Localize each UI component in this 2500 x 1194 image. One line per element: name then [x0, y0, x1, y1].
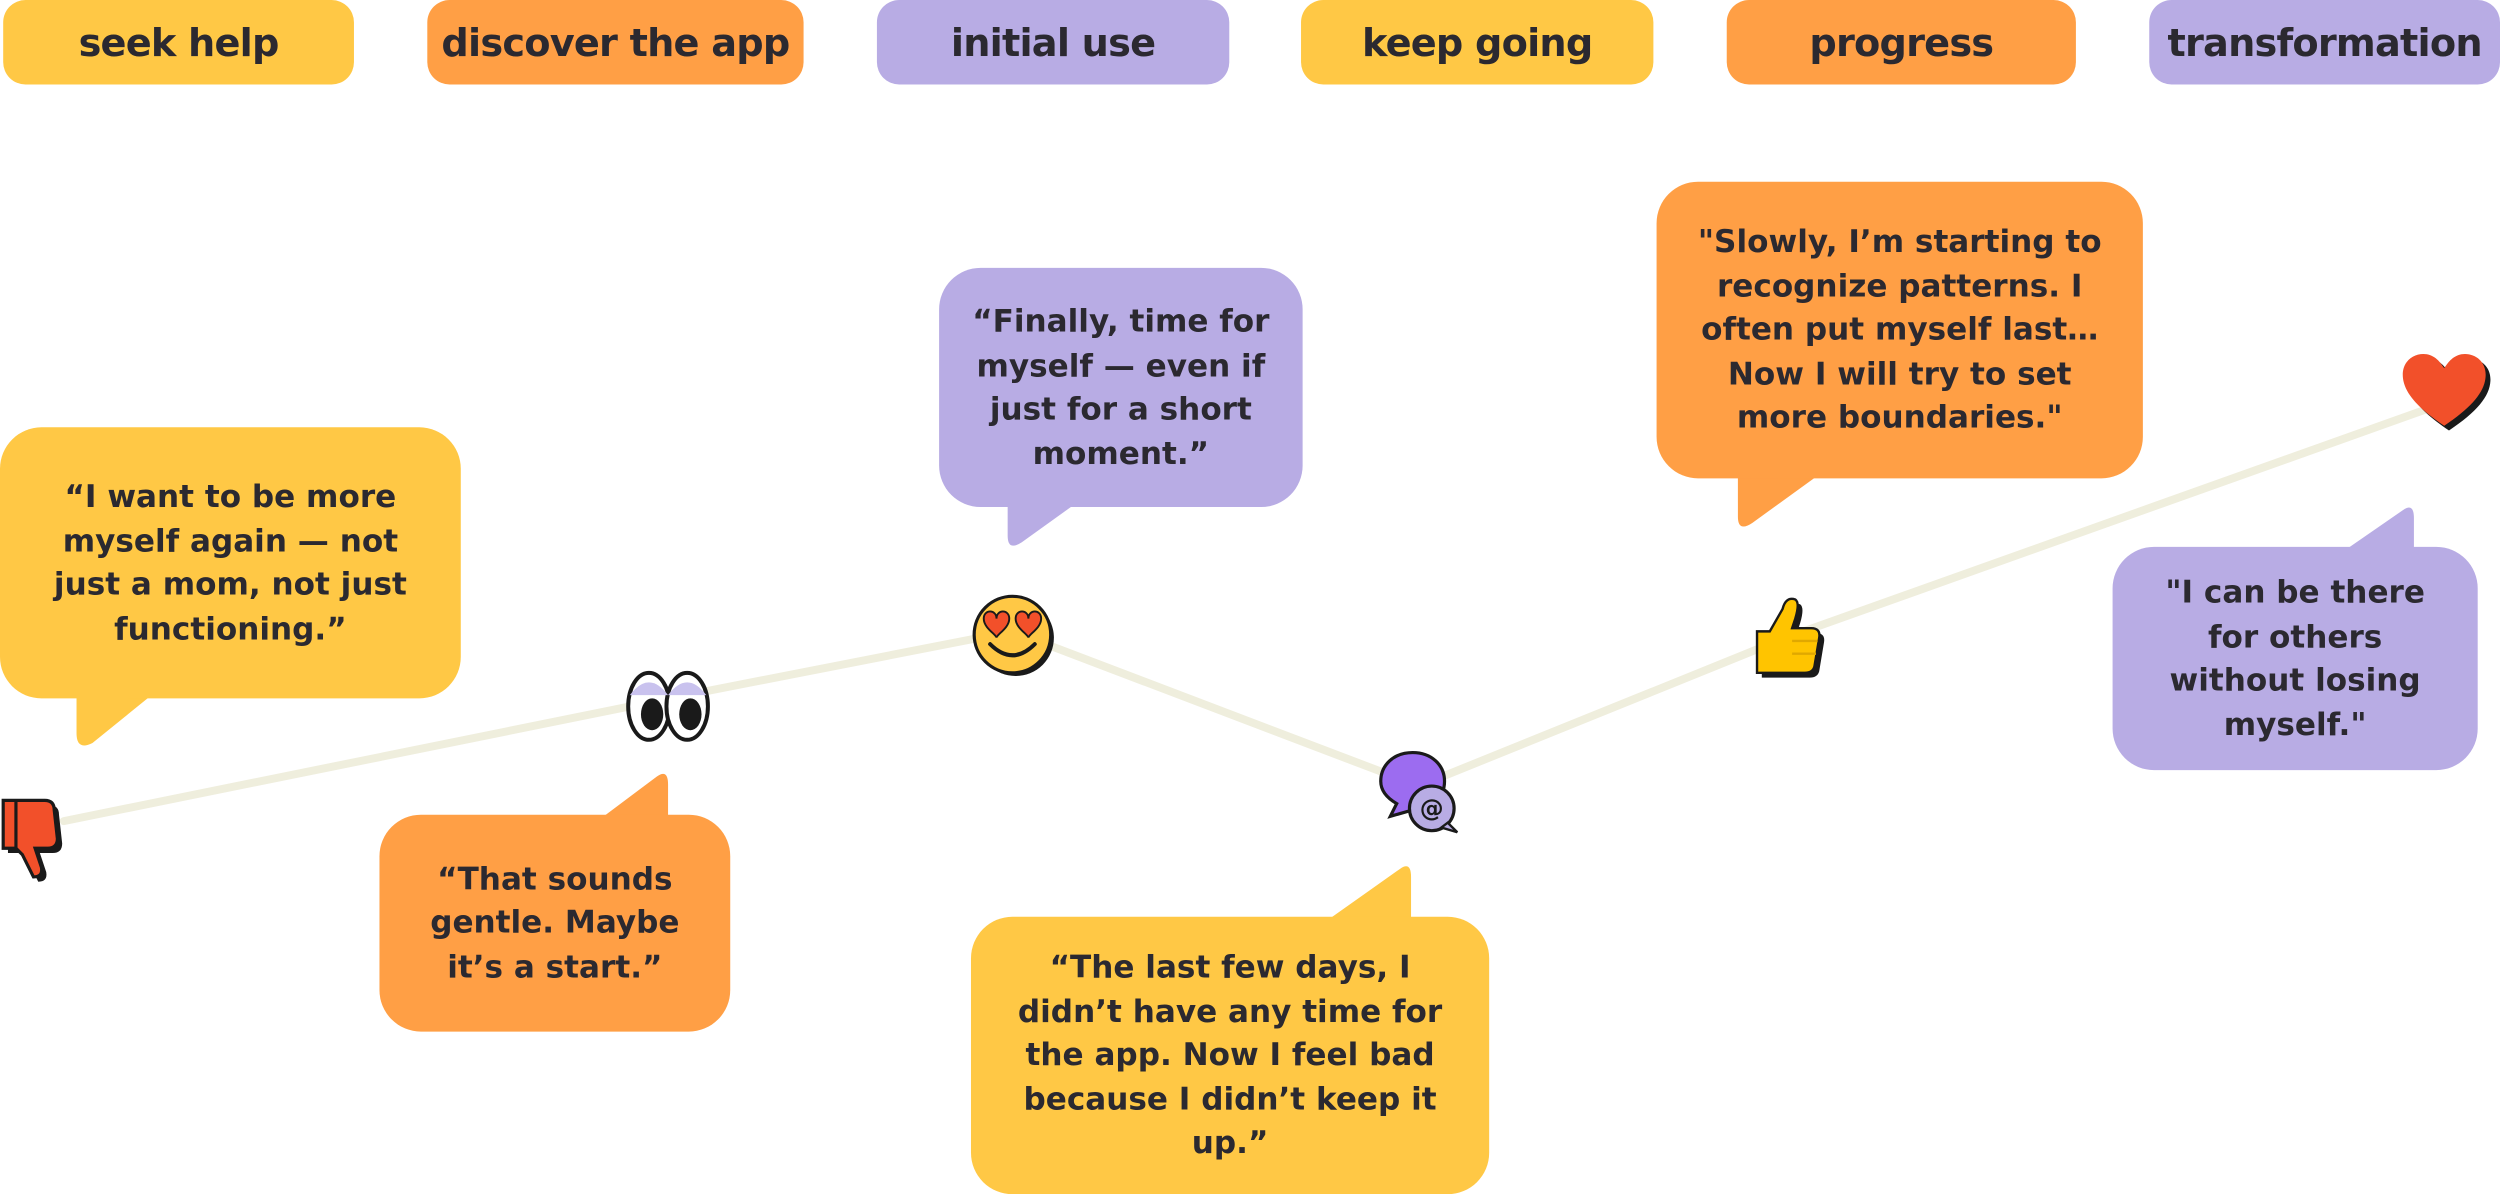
bubble-tail-initial-use — [1007, 497, 1085, 546]
bubble-tail-keep-going — [1323, 866, 1412, 924]
quote-initial-use: “Finally, time for myself — even if just… — [939, 267, 1303, 508]
bubble-tail-discover — [599, 773, 669, 820]
quote-transformation: "I can be there for others without losin… — [2112, 546, 2478, 771]
stage-keep-going: keep going — [1301, 0, 1654, 85]
heart-eyes-emoji-icon — [972, 594, 1054, 677]
quote-discover-the-app: “That sounds gentle. Maybe it’s a start.… — [379, 814, 731, 1032]
eyes-icon — [626, 670, 710, 742]
quote-seek-help: “I want to be more myself again — not ju… — [0, 427, 461, 699]
thumbs-up-icon — [1755, 597, 1825, 678]
bubble-tail-transformation — [2340, 507, 2414, 554]
journey-line — [59, 397, 2452, 826]
stage-seek-help: seek help — [3, 0, 354, 85]
stage-initial-use: initial use — [876, 0, 1230, 85]
svg-text:@: @ — [1420, 794, 1444, 822]
stage-discover-the-app: discover the app — [427, 0, 804, 85]
stage-transformation: transformation — [2149, 0, 2500, 85]
heart-icon — [2402, 353, 2491, 431]
stage-progress: progress — [1726, 0, 2076, 85]
bubble-tail-seek-help — [76, 688, 160, 746]
chat-bubble-icon: @ — [1379, 750, 1459, 834]
bubble-tail-progress — [1737, 468, 1828, 527]
thumbs-down-icon — [1, 798, 63, 882]
quote-keep-going: “The last few days, I didn’t have any ti… — [970, 916, 1490, 1194]
quote-progress: "Slowly, I’m starting to recognize patte… — [1656, 181, 2143, 479]
